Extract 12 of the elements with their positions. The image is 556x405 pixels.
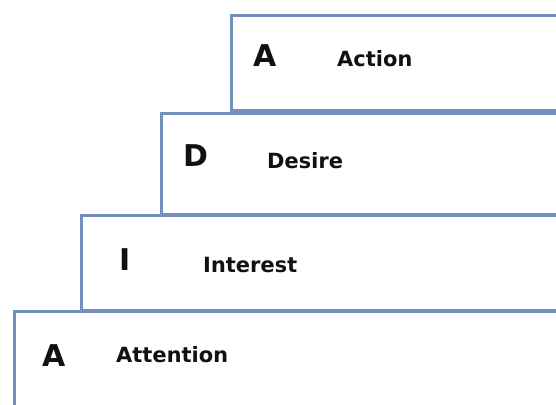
step-box: [80, 214, 556, 312]
step-letter: D: [183, 139, 208, 174]
step-label: Desire: [267, 149, 343, 173]
step-letter: A: [42, 339, 66, 374]
step-label: Attention: [116, 343, 228, 367]
step-box: [13, 310, 556, 405]
step-box: [160, 112, 556, 216]
step-box: [230, 14, 556, 112]
step-label: Interest: [203, 253, 298, 277]
step-letter: I: [119, 243, 130, 278]
step-label: Action: [337, 47, 412, 71]
step-letter: A: [253, 39, 276, 74]
